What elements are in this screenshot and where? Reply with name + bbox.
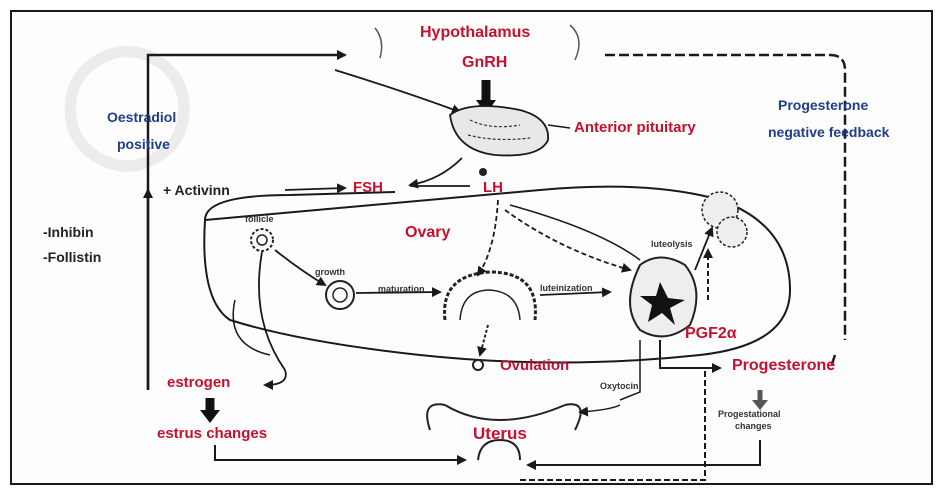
ovulation-ovum [473,360,483,370]
cl-to-luteolysis [695,228,712,270]
hypothalamus-curve-left [375,28,382,58]
estrogen-label: estrogen [167,375,230,390]
progesterone-feedback-label: Progesterone [778,98,868,112]
oestradiol-label: Oestradiol [107,110,176,124]
pituitary-to-fsh [410,158,462,185]
lh-to-luteolysis [510,205,640,260]
progestational-to-uterus [528,440,760,465]
hypothalamus-label: Hypothalamus [420,25,530,41]
uterus-label: Uterus [473,425,527,442]
ovary-label: Ovary [405,225,450,241]
follicle-small [251,229,273,251]
progesterone-label: Progesterone [732,358,835,374]
mature-follicle [445,272,536,320]
pgf2a-label: PGF2α [685,326,737,342]
maturation-label: maturation [378,285,425,294]
ovary-to-estrogen [259,252,286,385]
positive-label: positive [117,137,170,151]
estrus-to-uterus [215,445,465,460]
pituitary-gland [450,106,548,155]
progestational-label: Progestational [718,410,781,419]
follicle-label: follicle [245,215,274,224]
follicle-growth [326,281,354,309]
oxytocin-to-uterus [580,405,620,412]
lh-label: LH [483,180,503,195]
luteinization-label: luteinization [540,284,593,293]
gnrh-label: GnRH [462,55,507,71]
hypothalamus-to-pituitary [335,70,460,112]
fsh-label: FSH [353,180,383,195]
negative-feedback-label: negative feedback [768,125,889,139]
lh-to-luteinization [505,210,630,270]
activinn-arrow [285,188,345,190]
growth-label: growth [315,268,345,277]
changes-label: changes [735,422,772,431]
lh-to-maturation [478,200,498,275]
activinn-label: + Activinn [163,183,230,197]
hypothalamus-curve-right [570,25,579,60]
inhibin-label: -Inhibin [43,225,94,239]
follistin-label: -Follistin [43,250,101,264]
oxytocin-line [620,340,640,400]
ovulation-label: Ovulation [500,358,569,373]
oxytocin-label: Oxytocin [600,382,639,391]
luteolysis-label: luteolysis [651,240,693,249]
estrus-changes-label: estrus changes [157,426,267,441]
anterior-pituitary-label: Anterior pituitary [574,120,696,135]
